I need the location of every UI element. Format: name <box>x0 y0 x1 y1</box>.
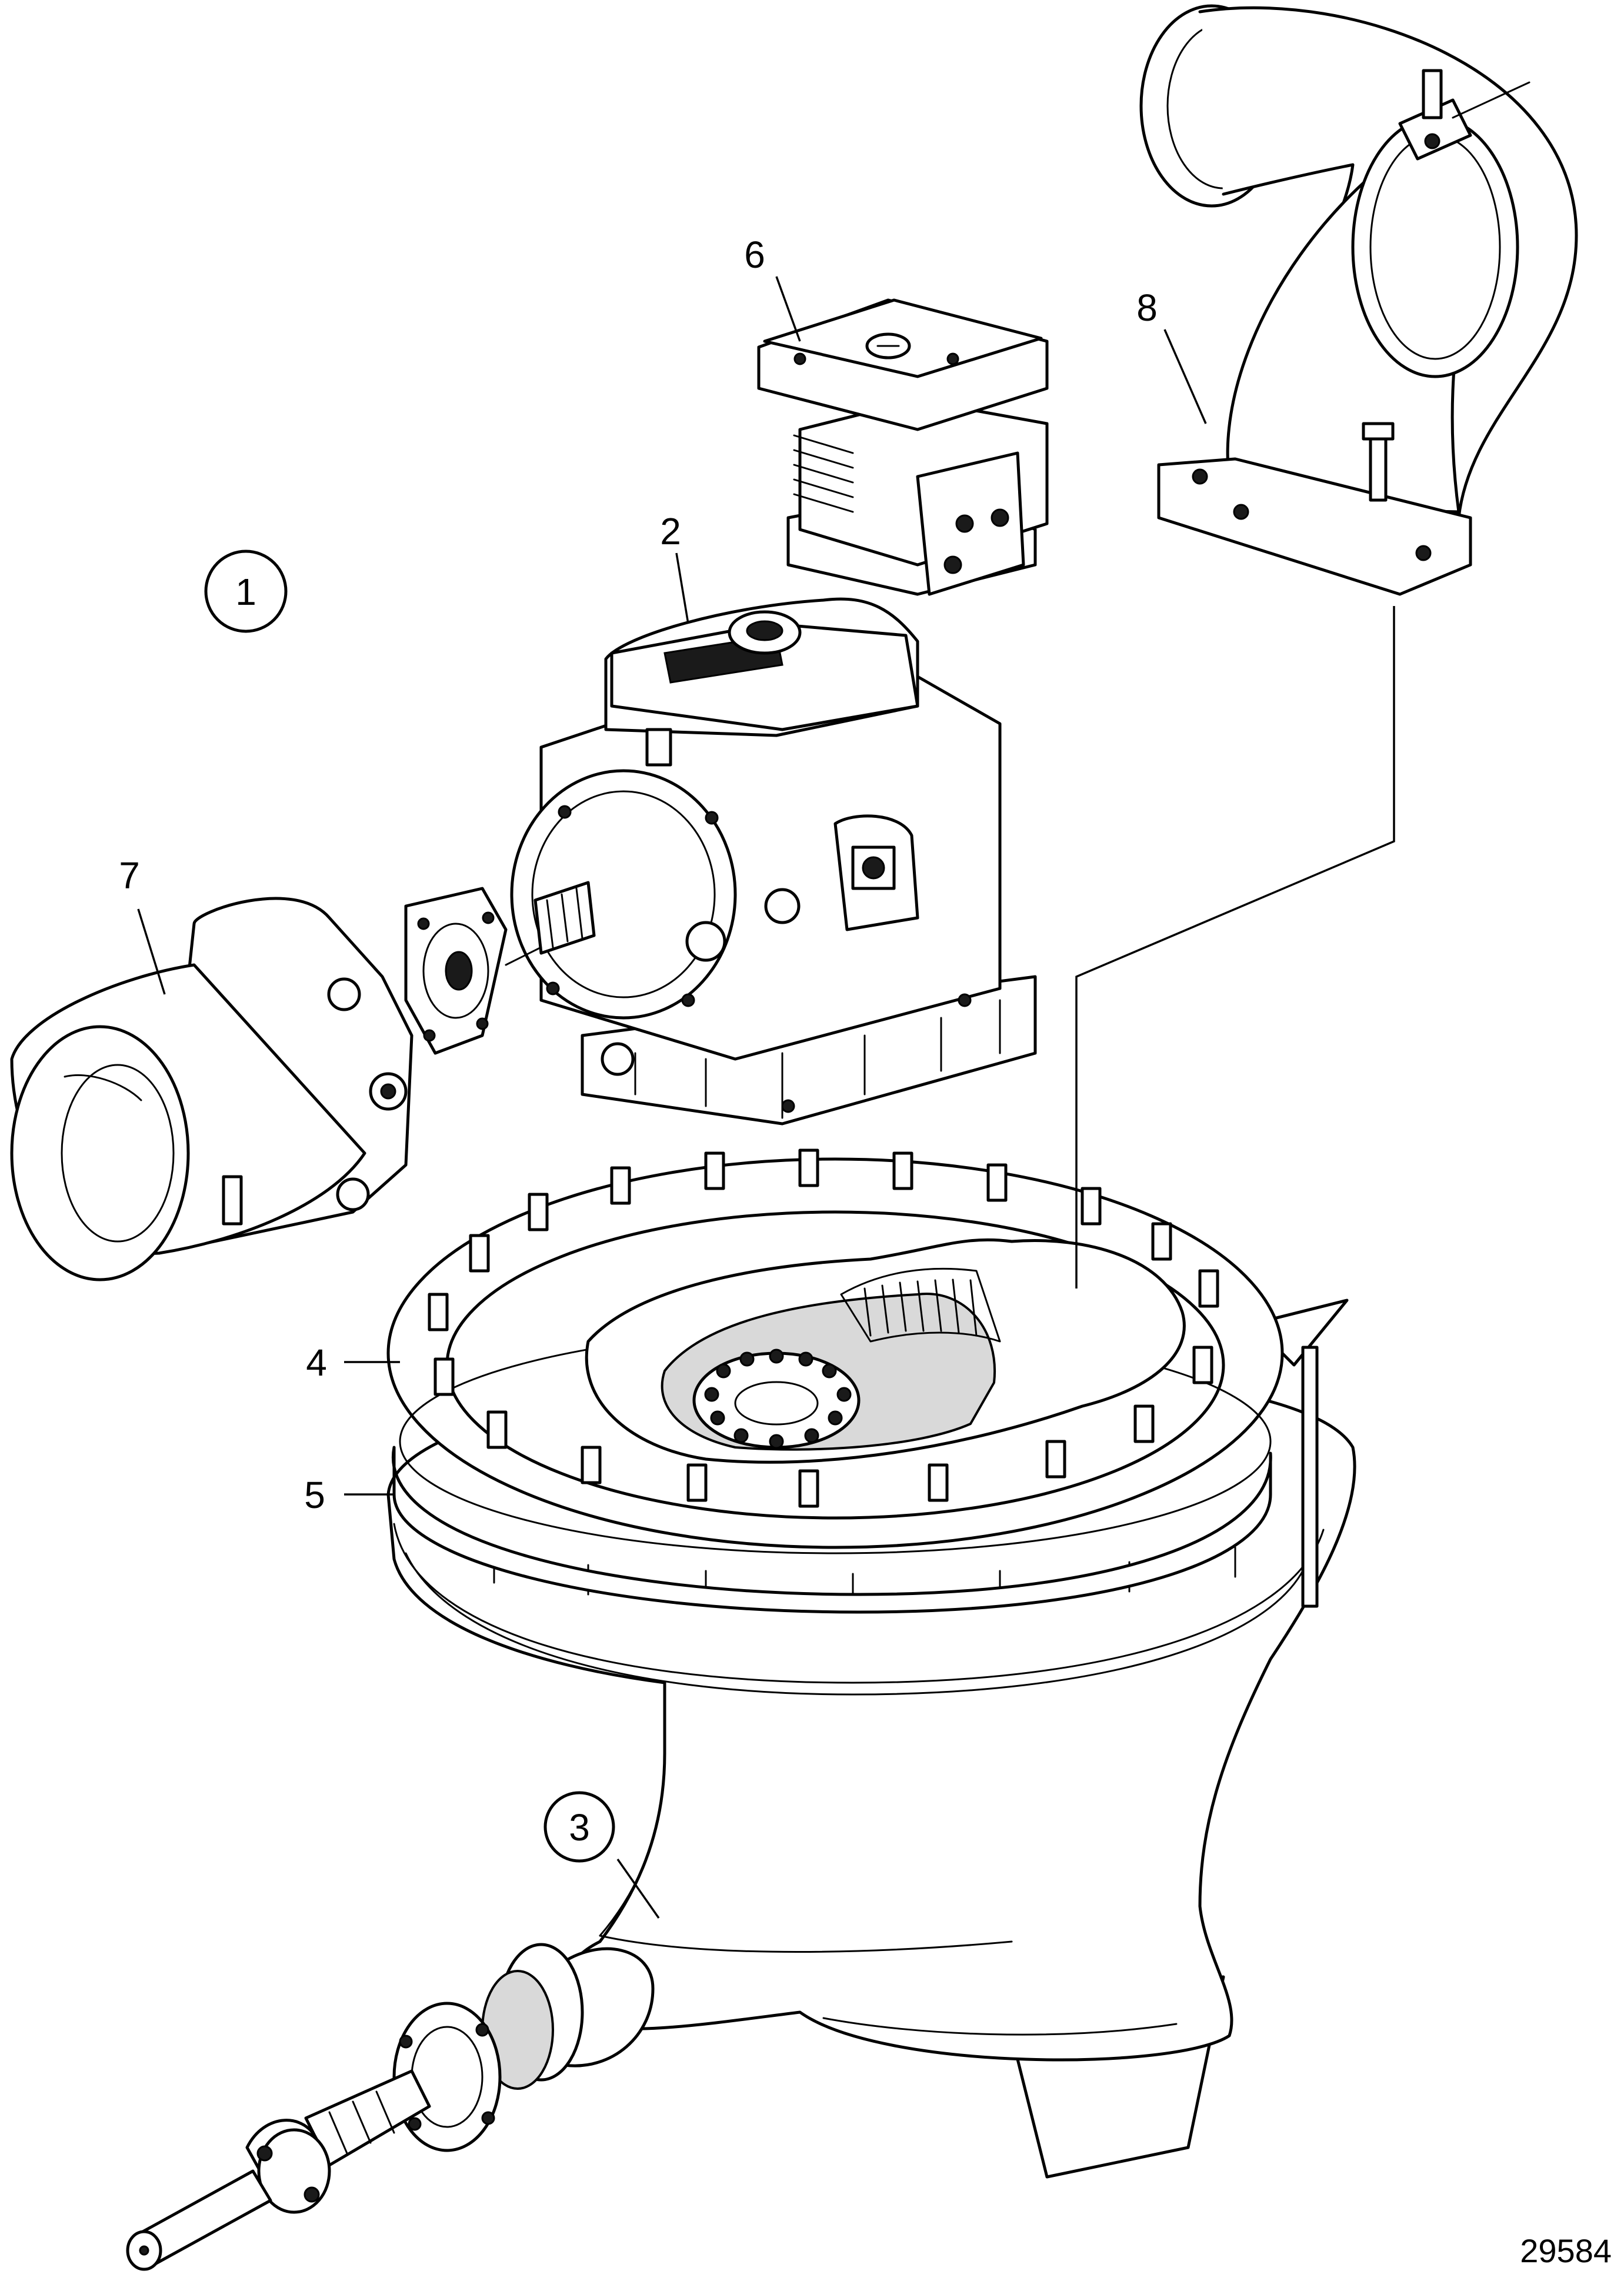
callout-6-label: 6 <box>744 234 765 276</box>
coupling-flange <box>404 887 542 1055</box>
flange-seal <box>391 1446 1272 1614</box>
exhaust-elbow <box>1139 4 1578 596</box>
drive-housing <box>386 1299 1356 2179</box>
callout-2-label: 2 <box>660 510 681 552</box>
callout-4-label: 4 <box>306 1341 327 1384</box>
callout-5-label: 5 <box>304 1474 325 1516</box>
bell-housing <box>10 897 413 1281</box>
control-unit <box>757 298 1049 596</box>
gearbox <box>510 597 1037 1126</box>
callout-8-label: 8 <box>1136 287 1158 329</box>
callout-7-label: 7 <box>119 854 140 897</box>
propeller-shaft <box>126 1943 655 2271</box>
callout-1-label: 1 <box>235 571 256 613</box>
figure-reference-number: 29584 <box>1520 2232 1612 2269</box>
callout-3-label: 3 <box>569 1806 590 1849</box>
mounting-ring <box>386 1148 1284 1554</box>
callout-3: 3 <box>543 1791 615 1863</box>
callout-1: 1 <box>204 550 288 633</box>
leader-lines <box>137 276 1395 1919</box>
